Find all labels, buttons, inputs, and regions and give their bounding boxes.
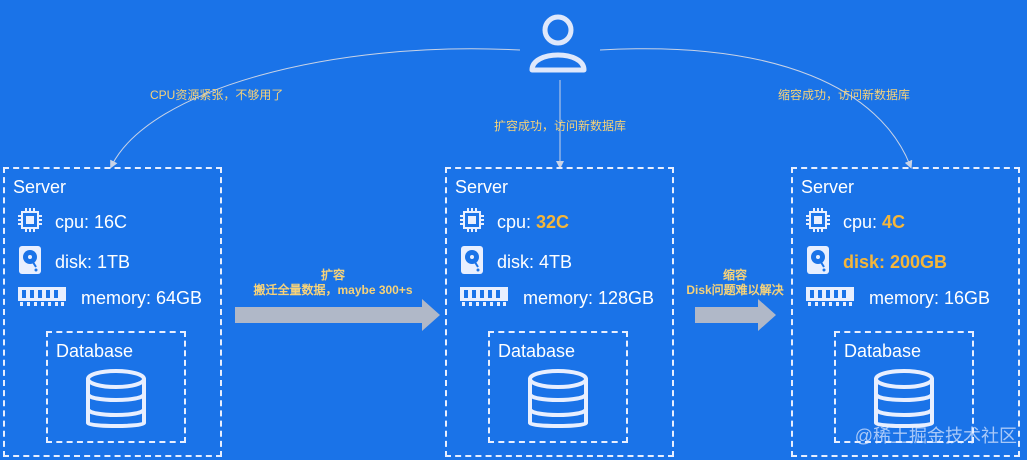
memory-row: memory: 64GB — [17, 285, 202, 312]
cpu-row: cpu: 16C — [17, 207, 127, 238]
cpu-row: cpu: 4C — [805, 207, 905, 238]
cpu-icon — [805, 207, 831, 238]
disk-label: disk: 4TB — [497, 252, 573, 272]
server-title: Server — [801, 177, 855, 197]
disk-label: disk: 1TB — [55, 252, 131, 272]
database-icon — [528, 369, 588, 428]
flow-line-right — [599, 48, 913, 169]
disk-row: disk: 200GB — [805, 245, 947, 280]
cpu-value: 4C — [882, 212, 906, 232]
shrink-arrow — [695, 299, 776, 331]
memory-icon — [17, 285, 67, 312]
flow-line-left — [110, 48, 521, 169]
memory-label: memory: 64GB — [81, 288, 203, 308]
memory-label: memory: 16GB — [869, 288, 991, 308]
cpu-label: cpu: 16C — [55, 212, 128, 232]
disk-icon — [805, 245, 831, 280]
database-title: Database — [844, 341, 922, 361]
memory-icon — [805, 285, 855, 312]
server-box-2: Server cpu: 32C disk: 4TB memory: 128GB … — [445, 167, 674, 457]
shrink-arrow-label: 缩容 Disk问题难以解决 — [676, 268, 794, 298]
memory-row: memory: 16GB — [805, 285, 990, 312]
expand-arrow-label: 扩容 搬迁全量数据，maybe 300+s — [228, 268, 438, 298]
disk-icon — [459, 245, 485, 280]
database-title: Database — [498, 341, 576, 361]
cpu-label: cpu: — [497, 212, 537, 232]
shrink-arrow-title: 缩容 — [722, 268, 747, 282]
disk-row: disk: 4TB — [459, 245, 572, 280]
cpu-icon — [459, 207, 485, 238]
user-icon — [529, 14, 587, 73]
database-box: Database — [46, 331, 186, 443]
server-title: Server — [13, 177, 67, 197]
disk-icon — [17, 245, 43, 280]
flow-label-right: 缩容成功，访问新数据库 — [778, 88, 911, 102]
memory-row: memory: 128GB — [459, 285, 654, 312]
watermark: @稀土掘金技术社区 — [854, 426, 1017, 446]
flow-label-center: 扩容成功，访问新数据库 — [494, 119, 627, 133]
database-box: Database — [834, 331, 974, 443]
cpu-row: cpu: 32C — [459, 207, 569, 238]
database-title: Database — [56, 341, 134, 361]
cpu-value: 32C — [536, 212, 570, 232]
disk-label: disk: 200GB — [843, 252, 948, 272]
cpu-label: cpu: — [843, 212, 883, 232]
flow-label-left: CPU资源紧张，不够用了 — [150, 88, 284, 102]
memory-icon — [459, 285, 509, 312]
memory-label: memory: 128GB — [523, 288, 655, 308]
server-box-3: Server cpu: 4C disk: 200GB memory: 16GB … — [791, 167, 1020, 457]
cpu-icon — [17, 207, 43, 238]
database-icon — [874, 369, 934, 428]
expand-arrow-title: 扩容 — [320, 268, 345, 282]
expand-arrow-desc: 搬迁全量数据，maybe 300+s — [253, 283, 413, 297]
database-icon — [86, 369, 146, 428]
shrink-arrow-desc: Disk问题难以解决 — [686, 283, 784, 297]
disk-row: disk: 1TB — [17, 245, 130, 280]
server-title: Server — [455, 177, 509, 197]
server-box-1: Server cpu: 16C disk: 1TB memory: 64GB D… — [3, 167, 222, 457]
database-box: Database — [488, 331, 628, 443]
expand-arrow — [235, 299, 440, 331]
